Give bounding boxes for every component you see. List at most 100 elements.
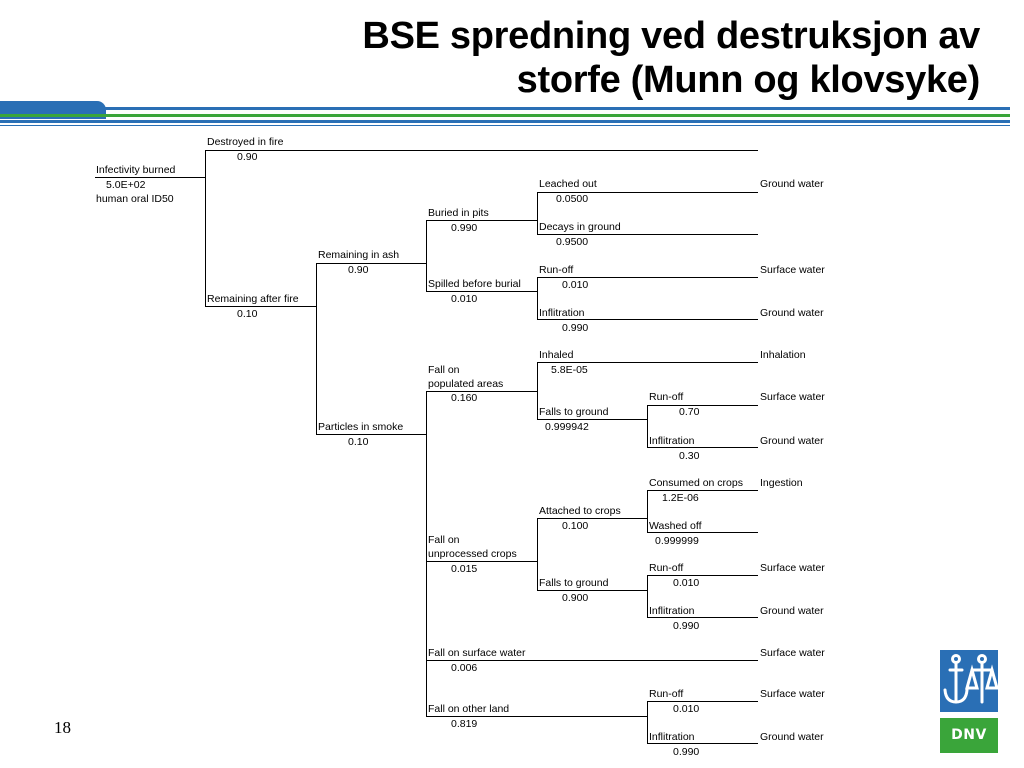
dnv-wordmark-text: DNV <box>951 727 987 743</box>
tree-line <box>647 490 758 491</box>
tree-line <box>647 405 648 448</box>
tree-line <box>537 277 538 320</box>
node-prob: 0.010 <box>562 279 589 291</box>
tree-line <box>426 291 537 292</box>
node-prob: 0.10 <box>348 436 369 448</box>
tree-line <box>537 590 648 591</box>
node-prob: 0.999999 <box>655 535 699 547</box>
tree-line <box>316 263 427 264</box>
node-label: Decays in ground <box>539 221 621 233</box>
header-band-blue <box>0 107 1010 110</box>
tree-line <box>426 391 537 392</box>
tree-line <box>647 490 648 533</box>
root-value: 5.0E+02 <box>106 179 146 191</box>
node-prob: 0.819 <box>451 718 478 730</box>
node-prob: 1.2E-06 <box>662 492 699 504</box>
tree-line <box>426 220 537 221</box>
node-prob: 0.010 <box>451 293 478 305</box>
node-prob: 0.9500 <box>556 236 589 248</box>
tree-line <box>537 419 648 420</box>
tree-line <box>537 362 758 363</box>
node-prob: 0.30 <box>679 450 700 462</box>
node-prob: 0.990 <box>673 746 700 758</box>
node-prob: 0.70 <box>679 406 700 418</box>
tree-line <box>537 192 538 235</box>
tree-line <box>537 518 648 519</box>
outcome-label: Ground water <box>760 605 824 617</box>
tree-line <box>426 561 537 562</box>
node-label: Run-off <box>649 391 684 403</box>
header-band-blue-3 <box>0 125 1010 126</box>
tree-line <box>647 701 758 702</box>
node-label: Run-off <box>649 688 684 700</box>
node-label: Spilled before burial <box>428 278 521 290</box>
node-prob: 0.990 <box>451 222 478 234</box>
tree-line <box>426 391 427 717</box>
node-label: Falls to ground <box>539 577 609 589</box>
outcome-label: Surface water <box>760 391 825 403</box>
root-unit: human oral ID50 <box>96 193 174 205</box>
node-prob: 0.0500 <box>556 193 589 205</box>
tree-line <box>537 234 758 235</box>
node-prob: 0.990 <box>562 322 589 334</box>
node-label: Run-off <box>539 264 574 276</box>
node-prob: 0.90 <box>237 151 258 163</box>
node-prob: 0.900 <box>562 592 589 604</box>
slide-title-line2: storfe (Munn og klovsyke) <box>516 59 981 101</box>
node-prob: 0.160 <box>451 392 478 404</box>
node-label: Falls to ground <box>539 406 609 418</box>
node-label: Inflitration <box>649 605 695 617</box>
slide-title-line1: BSE spredning ved destruksjon av <box>362 15 980 57</box>
outcome-label: Ingestion <box>760 477 803 489</box>
node-prob: 0.015 <box>451 563 478 575</box>
outcome-label: Surface water <box>760 647 825 659</box>
tree-line <box>205 150 206 307</box>
node-label: Attached to crops <box>539 505 621 517</box>
node-label: Fall on <box>428 534 460 546</box>
node-label: Destroyed in fire <box>207 136 284 148</box>
node-label: Fall on other land <box>428 703 510 715</box>
tree-line <box>95 177 205 178</box>
tree-line <box>537 192 758 193</box>
header-band-blue-2 <box>0 120 1010 123</box>
tree-line <box>205 150 758 151</box>
outcome-label: Surface water <box>760 264 825 276</box>
tree-line <box>647 701 648 744</box>
tree-line <box>205 306 316 307</box>
node-label: Leached out <box>539 178 597 190</box>
node-prob: 0.90 <box>348 264 369 276</box>
outcome-label: Ground water <box>760 435 824 447</box>
slide-title: BSE spredning ved destruksjon av storfe … <box>160 14 980 102</box>
outcome-label: Ground water <box>760 178 824 190</box>
tree-line <box>647 743 758 744</box>
outcome-label: Inhalation <box>760 349 806 361</box>
tree-line <box>426 716 647 717</box>
node-prob: 0.010 <box>673 703 700 715</box>
node-label: Inhaled <box>539 349 574 361</box>
node-label: Run-off <box>649 562 684 574</box>
node-label: Inflitration <box>539 307 585 319</box>
node-label: Buried in pits <box>428 207 489 219</box>
node-label: unprocessed crops <box>428 548 517 560</box>
root-label: Infectivity burned <box>96 164 176 176</box>
tree-line <box>537 319 758 320</box>
node-label: Remaining after fire <box>207 293 299 305</box>
tree-line <box>537 518 538 591</box>
node-prob: 0.006 <box>451 662 478 674</box>
outcome-label: Ground water <box>760 307 824 319</box>
node-label: Fall on <box>428 364 460 376</box>
node-label: populated areas <box>428 378 504 390</box>
node-label: Consumed on crops <box>649 477 743 489</box>
tree-line <box>316 263 317 435</box>
outcome-label: Surface water <box>760 562 825 574</box>
tree-line <box>537 277 758 278</box>
dnv-wordmark: DNV <box>940 718 998 753</box>
node-prob: 0.10 <box>237 308 258 320</box>
dnv-logo: DNV <box>940 650 999 753</box>
tree-line <box>647 405 758 406</box>
node-label: Remaining in ash <box>318 249 400 261</box>
header-band-green <box>0 114 1010 117</box>
node-label: Inflitration <box>649 435 695 447</box>
outcome-label: Ground water <box>760 731 824 743</box>
outcome-label: Surface water <box>760 688 825 700</box>
